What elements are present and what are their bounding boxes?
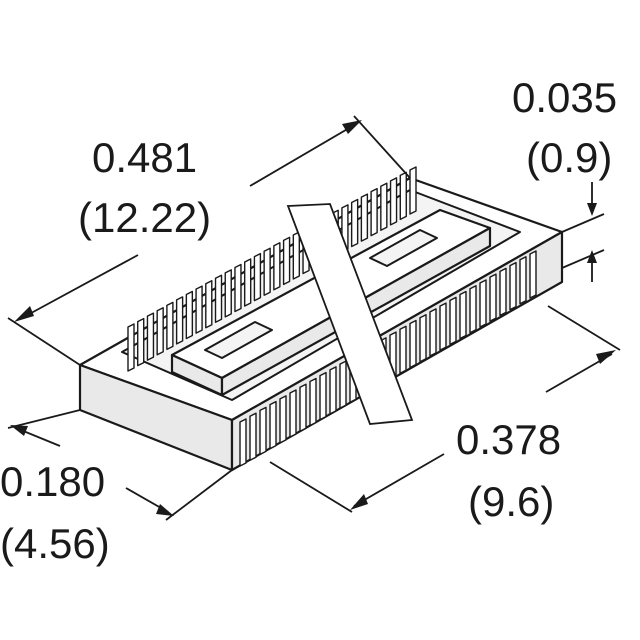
back-row-pin	[370, 187, 378, 237]
body-dim-line-b	[353, 453, 445, 507]
back-row-pin	[273, 242, 281, 291]
height-arrow-bottom	[587, 250, 597, 263]
body-ext-right	[547, 305, 621, 351]
front-row-pin	[459, 290, 467, 340]
length-inch-label: 0.481	[92, 134, 197, 181]
back-row-pin	[380, 182, 388, 231]
tongue-slots	[204, 229, 438, 359]
front-row-pin	[279, 395, 287, 444]
back-row-pin	[253, 252, 262, 302]
front-row-pin	[519, 256, 527, 305]
front-row-pin	[499, 267, 507, 317]
back-row-pin	[389, 177, 398, 226]
back-row-pin	[282, 236, 291, 286]
length-mm-label: (12.22)	[78, 194, 211, 241]
connector-body	[78, 166, 564, 472]
dimension-labels: 0.481 (12.22) 0.035 (0.9) 0.180 (4.56) 0…	[0, 74, 617, 567]
back-row-pin	[360, 193, 369, 242]
front-row-pin	[329, 366, 337, 415]
height-inch-label: 0.035	[512, 74, 617, 121]
length-dim-line-a	[21, 254, 139, 319]
length-arrow-left	[14, 306, 34, 322]
body-length-inch-label: 0.378	[456, 416, 561, 463]
back-row-pin	[263, 247, 271, 296]
front-row-pin	[239, 418, 247, 467]
back-row-pin	[175, 296, 184, 345]
back-row-pin	[399, 171, 407, 221]
front-row-pin	[309, 377, 317, 427]
back-row-pin	[146, 312, 155, 361]
front-row-pin	[489, 273, 497, 322]
height-arrow-top	[587, 203, 597, 216]
back-row-pin	[185, 290, 194, 340]
front-row-pin	[529, 250, 537, 299]
body-ext-left	[269, 461, 353, 513]
length-dim-line-b	[249, 123, 357, 187]
front-row-pin	[399, 325, 407, 375]
height-ext-bottom	[561, 249, 605, 269]
dimension-lines	[7, 115, 621, 521]
length-ext-left	[7, 317, 81, 366]
length-ext-right	[353, 115, 411, 179]
width-ext-left	[7, 409, 81, 429]
back-row-pin	[409, 166, 417, 215]
cut-band	[286, 203, 414, 425]
back-row-pin	[156, 307, 164, 356]
slot-right	[369, 229, 438, 267]
back-row-pin	[195, 285, 203, 334]
back-row-pin	[234, 263, 242, 313]
front-row-pin	[339, 360, 347, 409]
back-row-pin	[205, 279, 213, 329]
back-row-pin	[166, 301, 174, 351]
width-inch-label: 0.180	[0, 458, 105, 505]
front-row-pin	[419, 314, 427, 363]
width-arrow-right	[156, 504, 174, 516]
body-arrow-left	[350, 494, 368, 510]
front-row-pin	[319, 371, 327, 421]
front-row-pin	[439, 302, 447, 351]
back-row-pin	[350, 198, 359, 248]
front-row-pin	[509, 261, 517, 311]
front-row-pin	[299, 383, 307, 432]
front-row-pin	[259, 406, 267, 456]
body-length-mm-label: (9.6)	[468, 478, 554, 525]
width-arrow-left	[10, 425, 28, 436]
height-ext-top	[561, 213, 605, 233]
front-row-pin	[469, 285, 477, 334]
front-row-pin	[449, 296, 457, 346]
back-row-pin	[292, 231, 301, 280]
back-row-pin	[137, 317, 145, 367]
front-row-pin	[409, 319, 417, 369]
body-arrow-right	[596, 350, 616, 364]
length-arrow-right	[342, 120, 362, 134]
back-row-pin	[224, 269, 232, 318]
width-ext-right	[165, 469, 233, 521]
front-row-pin	[249, 412, 257, 461]
height-mm-label: (0.9)	[526, 134, 612, 181]
back-row-pin	[214, 274, 223, 323]
back-row-pin	[243, 258, 252, 307]
slot-left	[204, 321, 273, 359]
front-row-pin	[269, 400, 277, 450]
front-row-pin	[479, 279, 487, 328]
front-row-pin	[429, 308, 437, 357]
back-row-pin	[127, 323, 135, 372]
front-row-pin	[289, 389, 297, 438]
width-mm-label: (4.56)	[0, 520, 110, 567]
